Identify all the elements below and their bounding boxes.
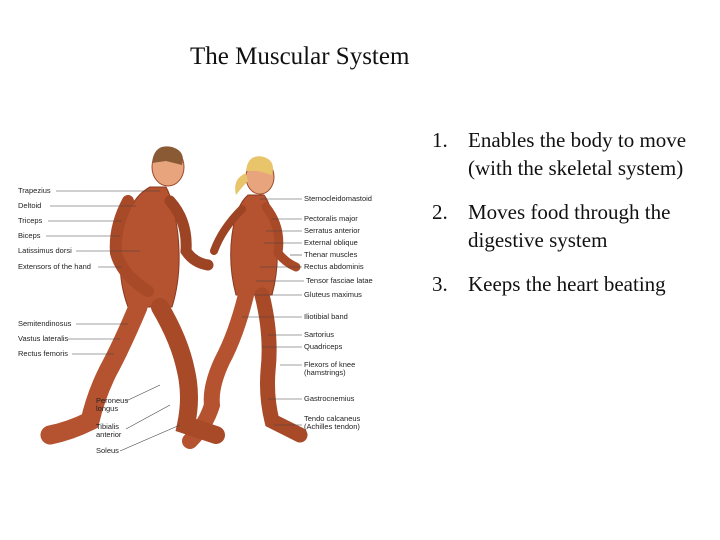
muscle-label: Triceps	[18, 216, 43, 225]
muscle-label: Deltoid	[18, 201, 42, 210]
list-item-number: 2.	[432, 200, 448, 224]
muscle-label: Pectoralis major	[304, 214, 358, 223]
muscle-label: Serratus anterior	[304, 226, 360, 235]
list-item-number: 3.	[432, 272, 448, 296]
muscle-label: Vastus lateralis	[18, 334, 69, 343]
muscle-label: Semitendinosus	[18, 319, 72, 328]
muscle-label: External oblique	[304, 238, 358, 247]
male-front-arm	[164, 195, 214, 271]
female-hair	[246, 156, 273, 175]
male-hair	[152, 146, 183, 165]
female-ponytail	[235, 173, 248, 195]
male-runner-figure	[40, 146, 225, 445]
list-item-text: Keeps the heart beating	[468, 272, 666, 296]
running-figures-drawing	[40, 146, 308, 452]
muscle-label: Tibialis anterior	[96, 422, 122, 439]
muscle-label: Peroneus longus	[96, 396, 129, 413]
list-item: 2. Moves food through the digestive syst…	[432, 198, 702, 254]
muscle-label: Rectus abdominis	[304, 262, 364, 271]
muscle-label: Sternocleidomastoid	[304, 194, 372, 203]
male-back-leg	[40, 297, 148, 445]
list-item-text: Moves food through the digestive system	[468, 200, 671, 252]
muscle-label: Tensor fasciae latae	[306, 276, 373, 285]
list-item-text: Enables the body to move (with the skele…	[468, 128, 687, 180]
slide-title: The Muscular System	[190, 43, 410, 70]
muscle-label: Tendo calcaneus (Achilles tendon)	[304, 414, 361, 431]
muscle-label: Latissimus dorsi	[18, 246, 72, 255]
female-back-arm	[210, 205, 246, 255]
function-list: 1. Enables the body to move (with the sk…	[432, 126, 702, 314]
muscle-label: Flexors of knee (hamstrings)	[304, 360, 356, 377]
muscle-label: Gastrocnemius	[304, 394, 355, 403]
list-item: 1. Enables the body to move (with the sk…	[432, 126, 702, 182]
male-front-leg	[151, 298, 225, 444]
muscular-system-illustration: Trapezius Deltoid Triceps Biceps Latissi…	[10, 135, 395, 465]
muscle-label: Trapezius	[18, 186, 51, 195]
label-leader-lines	[46, 190, 304, 452]
muscle-label: Soleus	[96, 446, 119, 455]
female-front-leg	[254, 287, 308, 443]
muscle-label: Gluteus maximus	[304, 290, 362, 299]
muscle-label: Thenar muscles	[304, 250, 358, 259]
muscle-label: Rectus femoris	[18, 349, 69, 358]
muscle-label: Biceps	[18, 231, 41, 240]
muscle-label: Extensors of the hand	[18, 262, 91, 271]
muscle-label: Quadriceps	[304, 342, 343, 351]
list-item: 3. Keeps the heart beating	[432, 270, 702, 298]
muscle-label: Iliotibial band	[304, 312, 348, 321]
male-back-arm	[109, 195, 154, 297]
list-item-number: 1.	[432, 128, 448, 152]
muscle-label: Sartorius	[304, 330, 335, 339]
female-back-leg	[182, 287, 254, 449]
